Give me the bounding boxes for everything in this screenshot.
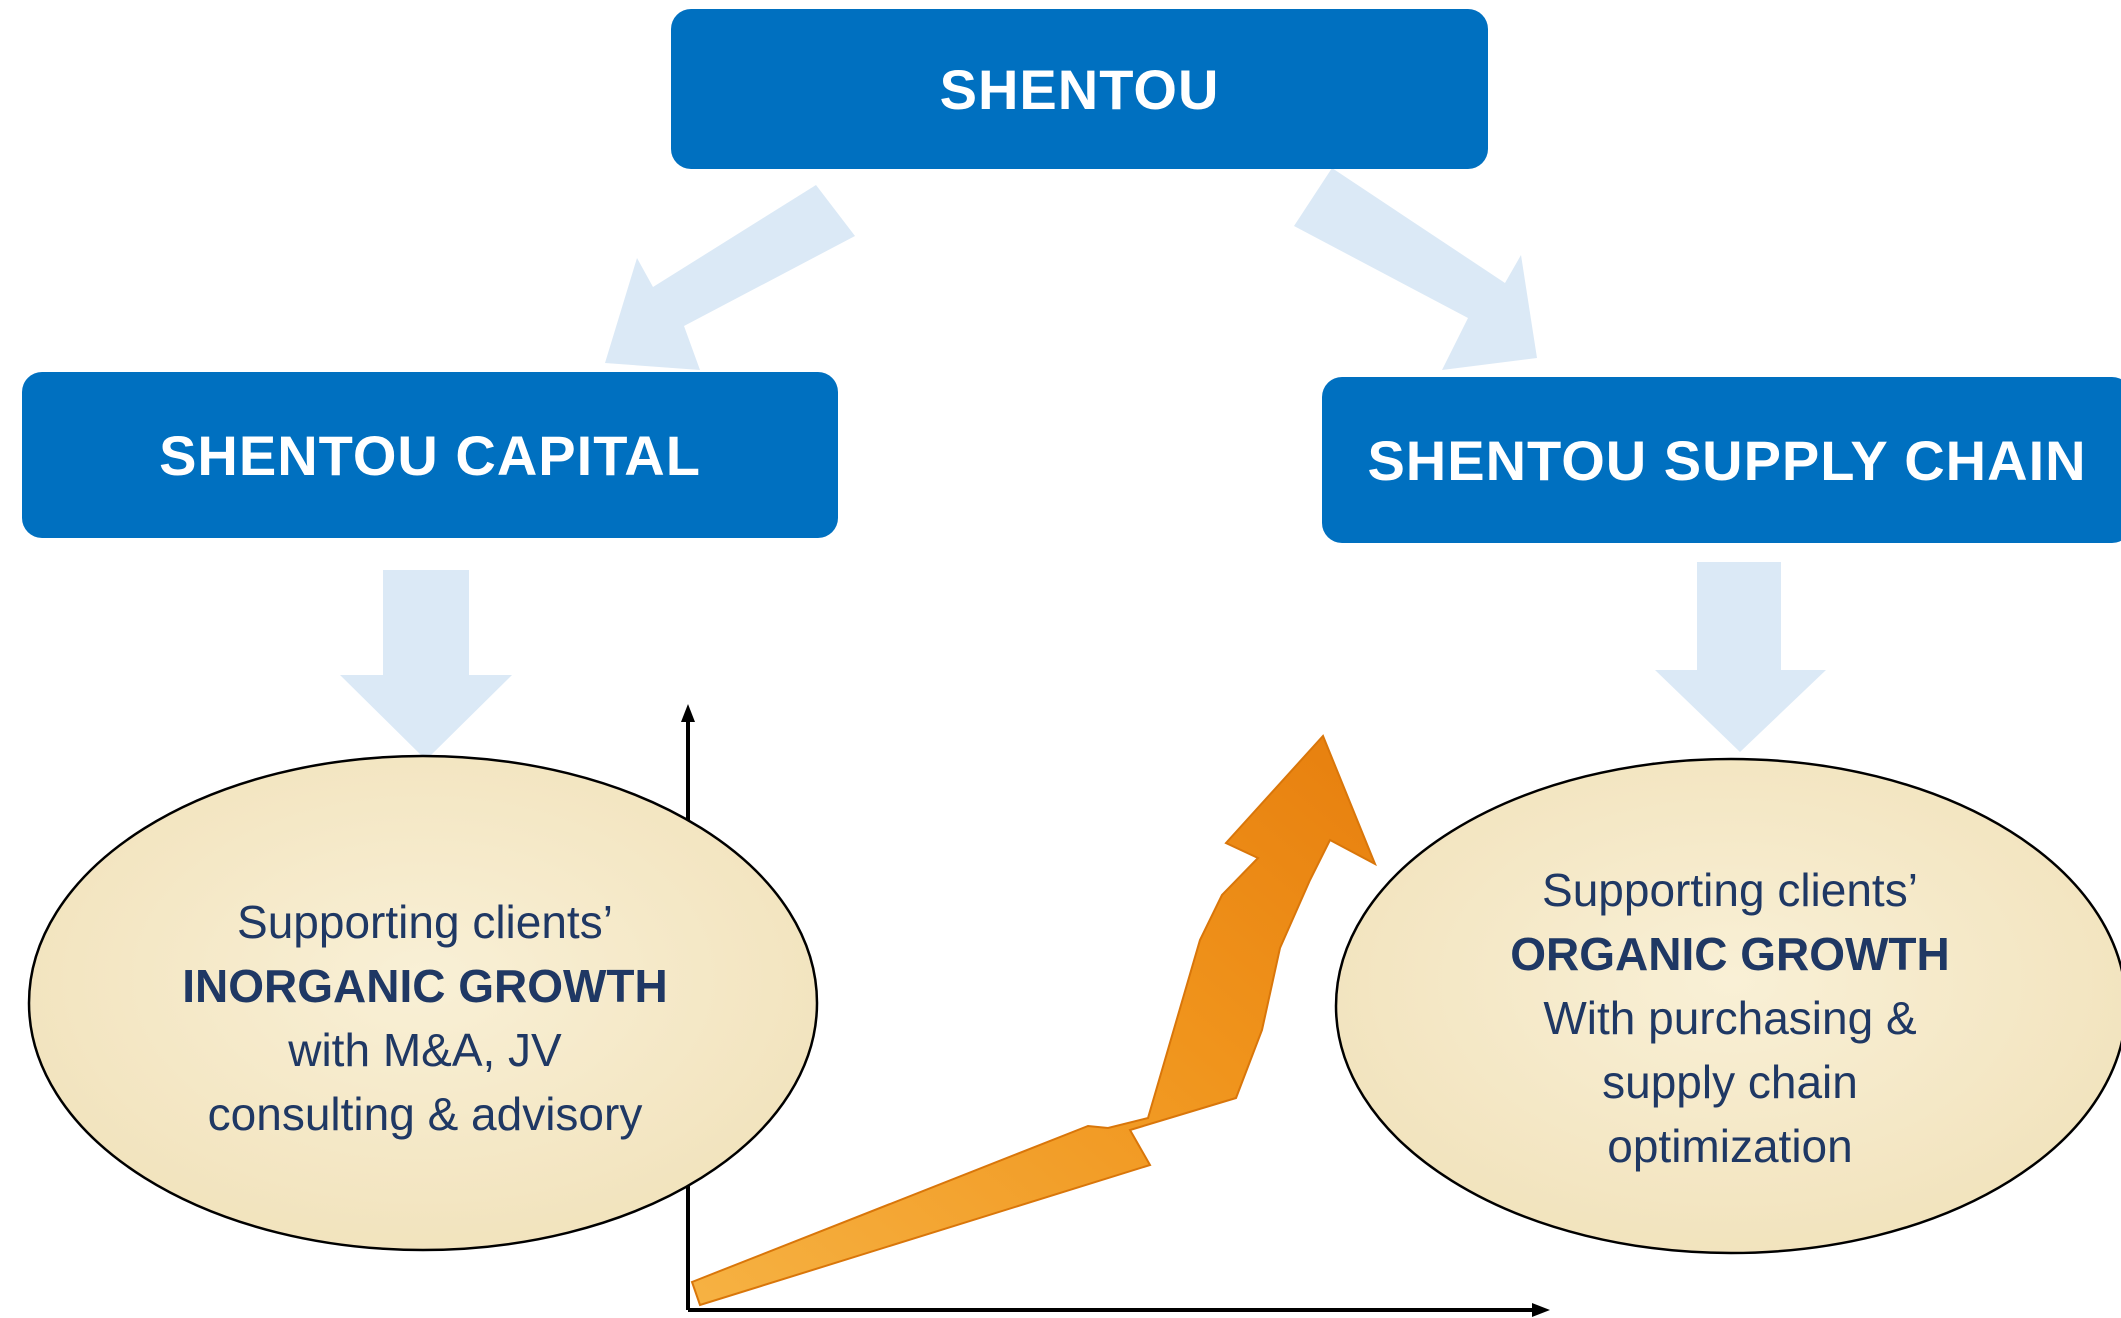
- inorganic-line-4: consulting & advisory: [207, 1088, 643, 1140]
- organic-line-3: With purchasing &: [1543, 992, 1917, 1044]
- arrow-down-left: [340, 570, 512, 760]
- shentou-label: SHENTOU: [939, 57, 1220, 121]
- growth-arrow: [690, 734, 1377, 1307]
- organic-line-1: Supporting clients’: [1542, 864, 1918, 916]
- inorganic-growth-text: Supporting clients’ INORGANIC GROWTH wit…: [120, 890, 730, 1146]
- organic-line-5: optimization: [1607, 1120, 1853, 1172]
- shentou-supply-chain-label: SHENTOU SUPPLY CHAIN: [1367, 428, 2087, 492]
- arrow-to-capital: [605, 185, 855, 370]
- inorganic-line-1: Supporting clients’: [237, 896, 613, 948]
- inorganic-line-3: with M&A, JV: [288, 1024, 562, 1076]
- inorganic-growth-ellipse: [27, 754, 819, 1252]
- organic-line-4: supply chain: [1602, 1056, 1858, 1108]
- shentou-box: SHENTOU: [671, 9, 1488, 169]
- shentou-supply-chain-box: SHENTOU SUPPLY CHAIN: [1322, 377, 2121, 543]
- inorganic-growth-heading: INORGANIC GROWTH: [182, 960, 668, 1012]
- arrow-to-supply-chain: [1294, 168, 1537, 370]
- organic-growth-text: Supporting clients’ ORGANIC GROWTH With …: [1400, 858, 2060, 1178]
- organic-growth-heading: ORGANIC GROWTH: [1510, 928, 1950, 980]
- organic-growth-ellipse: [1334, 757, 2121, 1255]
- shentou-capital-box: SHENTOU CAPITAL: [22, 372, 838, 538]
- arrow-down-right: [1655, 562, 1826, 752]
- shentou-capital-label: SHENTOU CAPITAL: [159, 423, 701, 487]
